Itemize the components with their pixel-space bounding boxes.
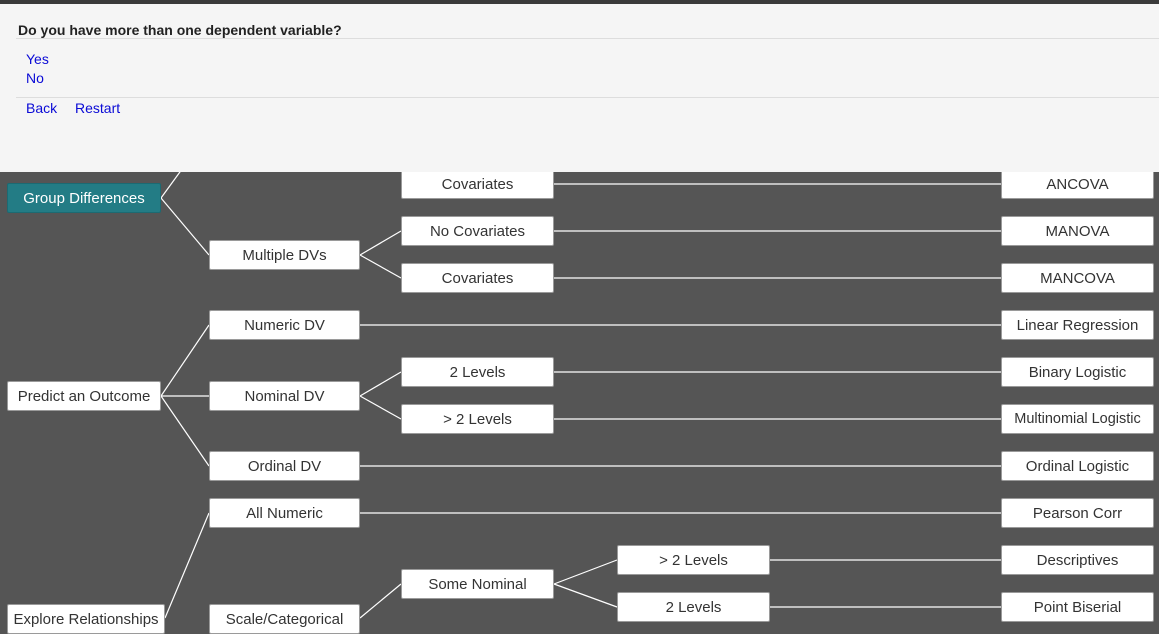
option-no-link[interactable]: No <box>26 70 44 86</box>
node-covariates-multiple[interactable]: Covariates <box>401 263 554 293</box>
node-some-nominal-two-levels[interactable]: 2 Levels <box>617 592 770 622</box>
node-numeric-dv[interactable]: Numeric DV <box>209 310 360 340</box>
node-ordinal-dv[interactable]: Ordinal DV <box>209 451 360 481</box>
result-ordinal-logistic[interactable]: Ordinal Logistic <box>1001 451 1154 481</box>
result-pearson-corr[interactable]: Pearson Corr <box>1001 498 1154 528</box>
result-point-biserial[interactable]: Point Biserial <box>1001 592 1154 622</box>
divider <box>16 38 1159 39</box>
result-mancova[interactable]: MANCOVA <box>1001 263 1154 293</box>
option-yes-link[interactable]: Yes <box>26 51 49 67</box>
restart-link[interactable]: Restart <box>75 100 121 116</box>
node-some-nominal[interactable]: Some Nominal <box>401 569 554 599</box>
node-more-than-two-levels[interactable]: > 2 Levels <box>401 404 554 434</box>
question-panel: Do you have more than one dependent vari… <box>0 0 1159 172</box>
decision-tree-edges <box>160 164 1001 619</box>
result-manova[interactable]: MANOVA <box>1001 216 1154 246</box>
result-ancova[interactable]: ANCOVA <box>1001 169 1154 199</box>
divider <box>16 97 1159 98</box>
back-link[interactable]: Back <box>26 100 58 116</box>
node-all-numeric[interactable]: All Numeric <box>209 498 360 528</box>
node-nominal-dv[interactable]: Nominal DV <box>209 381 360 411</box>
result-descriptives[interactable]: Descriptives <box>1001 545 1154 575</box>
node-covariates[interactable]: Covariates <box>401 169 554 199</box>
node-predict-outcome[interactable]: Predict an Outcome <box>7 381 161 411</box>
node-explore-relationships[interactable]: Explore Relationships <box>7 604 165 634</box>
node-group-differences[interactable]: Group Differences <box>7 183 161 213</box>
node-scale-categorical[interactable]: Scale/Categorical <box>209 604 360 634</box>
node-two-levels[interactable]: 2 Levels <box>401 357 554 387</box>
question-text: Do you have more than one dependent vari… <box>18 22 342 38</box>
node-some-nominal-more-levels[interactable]: > 2 Levels <box>617 545 770 575</box>
node-no-covariates[interactable]: No Covariates <box>401 216 554 246</box>
result-binary-logistic[interactable]: Binary Logistic <box>1001 357 1154 387</box>
result-multinomial-logistic[interactable]: Multinomial Logistic <box>1001 404 1154 434</box>
result-linear-regression[interactable]: Linear Regression <box>1001 310 1154 340</box>
node-multiple-dvs[interactable]: Multiple DVs <box>209 240 360 270</box>
